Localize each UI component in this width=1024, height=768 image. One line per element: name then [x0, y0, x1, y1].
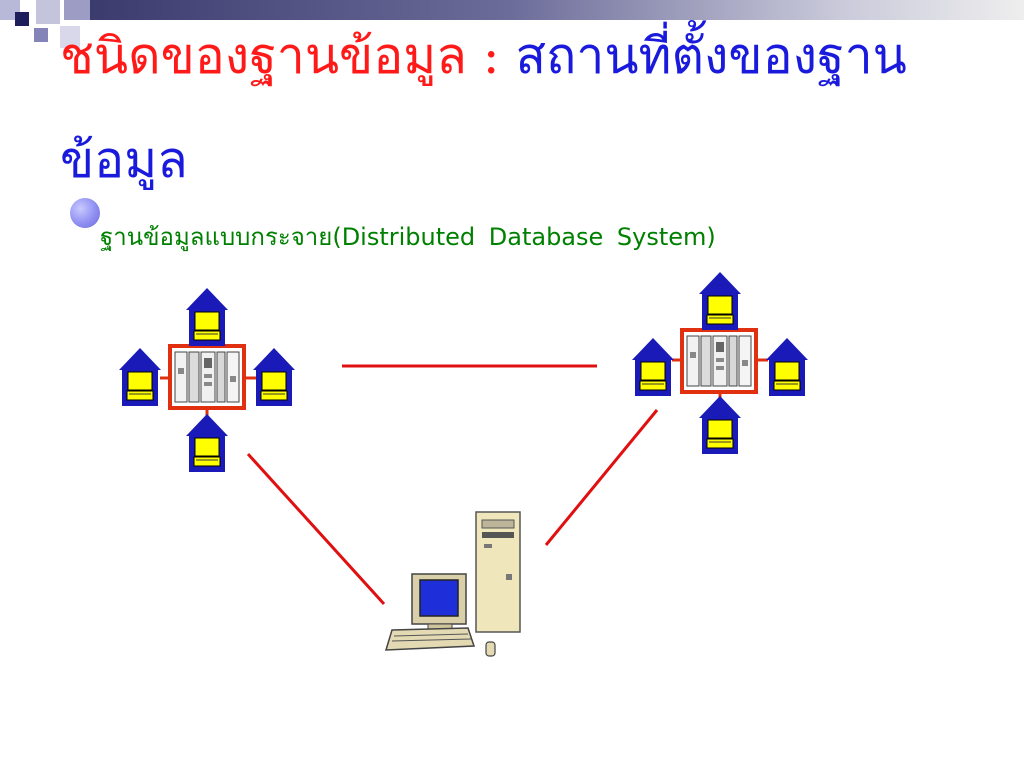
terminal-icon	[765, 337, 809, 397]
title-red-part: ชนิดของฐานข้อมูล :	[60, 27, 516, 85]
terminal-icon	[698, 271, 742, 331]
bullet-icon	[70, 198, 100, 228]
link-right-client	[544, 409, 659, 546]
terminal-icon	[118, 347, 162, 407]
slide-title: ชนิดของฐานข้อมูล : สถานที่ตั้งของฐานข้อม…	[60, 4, 1010, 212]
link-left-client	[246, 452, 386, 606]
terminal-icon	[631, 337, 675, 397]
terminal-icon	[185, 287, 229, 347]
left-database-site	[118, 287, 296, 473]
corner-decoration	[0, 0, 90, 60]
terminal-icon	[698, 395, 742, 455]
terminal-icon	[252, 347, 296, 407]
right-database-site	[631, 271, 809, 455]
terminal-icon	[185, 413, 229, 473]
bullet-text: ฐานข้อมูลแบบกระจาย(Distributed Database …	[100, 223, 716, 251]
top-decorative-band	[90, 0, 1024, 20]
mainframe-with-terminals-icon	[168, 344, 246, 410]
desktop-computer-icon	[384, 511, 521, 657]
mainframe-with-terminals-icon	[680, 328, 758, 394]
title-blue-part: สถานที่ตั้งของฐานข้อมูล	[60, 27, 907, 189]
